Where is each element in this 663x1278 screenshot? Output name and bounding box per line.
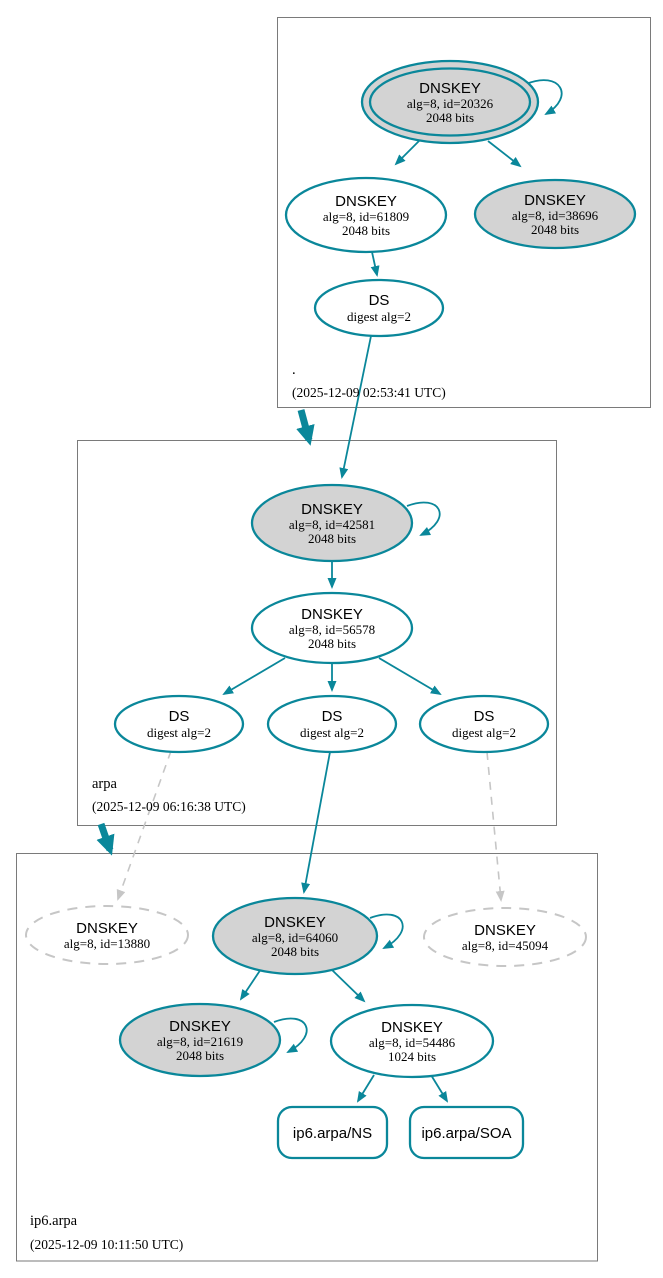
dnskey-20326-inner-ellipse xyxy=(368,67,532,137)
arpa-ds3-title: DS xyxy=(474,708,495,725)
arpa-ds1-ellipse xyxy=(113,694,245,754)
node-dnskey-38696: DNSKEY alg=8, id=38696 2048 bits xyxy=(473,178,637,250)
dnskey-42581-bits: 2048 bits xyxy=(308,531,356,546)
dnskey-64060-bits: 2048 bits xyxy=(271,944,319,959)
dnskey-38696-bits: 2048 bits xyxy=(531,222,579,237)
node-dnskey-21619: DNSKEY alg=8, id=21619 2048 bits xyxy=(118,1002,282,1078)
edge-ip6-dnskey54486-to-ns xyxy=(356,1074,375,1103)
arpa-ds2-title: DS xyxy=(322,708,343,725)
edge-arpa-zsk-to-ds3 xyxy=(378,657,442,696)
node-rrset-ip6-arpa-ns: ip6.arpa/NS xyxy=(276,1105,389,1160)
dnskey-45094-detail: alg=8, id=45094 xyxy=(462,938,549,953)
node-dnskey-42581: DNSKEY alg=8, id=42581 2048 bits xyxy=(250,483,414,563)
node-dnskey-61809: DNSKEY alg=8, id=61809 2048 bits xyxy=(284,176,448,254)
arpa-ds2-detail: digest alg=2 xyxy=(300,725,364,740)
arpa-ds1-title: DS xyxy=(169,708,190,725)
edge-ip6-dnskey54486-to-soa xyxy=(430,1074,449,1103)
edge-root-ds-to-arpa-ksk xyxy=(339,335,372,479)
zone-ip6-arpa: DNSKEY alg=8, id=13880 DNSKEY alg=8, id=… xyxy=(25,896,587,1252)
dnskey-56578-title: DNSKEY xyxy=(301,606,363,623)
dnskey-20326-title: DNSKEY xyxy=(419,80,481,97)
zone-root: DNSKEY alg=8, id=20326 2048 bits DNSKEY … xyxy=(284,59,637,400)
edge-arpa-ksk-self-sign xyxy=(406,501,441,536)
zone-timestamp-ip6-arpa: (2025-12-09 10:11:50 UTC) xyxy=(30,1237,183,1252)
dnskey-20326-bits: 2048 bits xyxy=(426,110,474,125)
edge-root-ksk-to-zsk xyxy=(394,140,420,166)
dnskey-54486-title: DNSKEY xyxy=(381,1019,443,1036)
edge-ip6-ksk-to-dnskey54486 xyxy=(330,968,366,1003)
rrset-soa-label: ip6.arpa/SOA xyxy=(421,1125,511,1142)
dnskey-45094-ellipse xyxy=(423,907,587,967)
root-ds-title: DS xyxy=(369,292,390,309)
dnskey-45094-title: DNSKEY xyxy=(474,922,536,939)
zone-timestamp-arpa: (2025-12-09 06:16:38 UTC) xyxy=(92,799,246,814)
dnskey-61809-bits: 2048 bits xyxy=(342,223,390,238)
zone-label-root: . xyxy=(292,362,296,378)
zone-timestamp-root: (2025-12-09 02:53:41 UTC) xyxy=(292,385,446,400)
dnskey-42581-detail: alg=8, id=42581 xyxy=(289,517,375,532)
edge-zone-arpa-to-ip6-delegation xyxy=(96,822,115,856)
node-dnskey-20326: DNSKEY alg=8, id=20326 2048 bits xyxy=(360,59,540,145)
zone-label-ip6-arpa: ip6.arpa xyxy=(30,1213,78,1229)
edge-root-ksk-self-sign xyxy=(525,79,563,116)
root-ds-ellipse xyxy=(313,278,445,338)
dnskey-21619-detail: alg=8, id=21619 xyxy=(157,1034,243,1049)
rrset-ns-rect xyxy=(276,1105,389,1160)
dnskey-61809-ellipse xyxy=(284,176,448,254)
node-dnskey-56578: DNSKEY alg=8, id=56578 2048 bits xyxy=(250,591,414,665)
dnskey-54486-ellipse xyxy=(329,1003,495,1079)
node-arpa-ds-1: DS digest alg=2 xyxy=(113,694,245,754)
dnskey-13880-detail: alg=8, id=13880 xyxy=(64,936,150,951)
dnskey-61809-detail: alg=8, id=61809 xyxy=(323,209,409,224)
dnskey-54486-detail: alg=8, id=54486 xyxy=(369,1035,456,1050)
node-dnskey-54486: DNSKEY alg=8, id=54486 1024 bits xyxy=(329,1003,495,1079)
dnskey-56578-detail: alg=8, id=56578 xyxy=(289,622,375,637)
edge-arpa-ds2-to-ip6-dnskey64060 xyxy=(301,751,331,894)
edge-root-zsk-to-ds xyxy=(370,251,380,277)
edge-zone-root-to-arpa-delegation xyxy=(296,409,315,446)
node-dnskey-13880: DNSKEY alg=8, id=13880 xyxy=(25,905,189,965)
edge-arpa-ds3-to-ip6-dnskey45094-dashed xyxy=(486,751,505,902)
node-arpa-ds-2: DS digest alg=2 xyxy=(266,694,398,754)
arpa-ds3-detail: digest alg=2 xyxy=(452,725,516,740)
node-dnskey-64060: DNSKEY alg=8, id=64060 2048 bits xyxy=(211,896,379,976)
dnskey-54486-bits: 1024 bits xyxy=(388,1049,436,1064)
zone-arpa: DNSKEY alg=8, id=42581 2048 bits DNSKEY … xyxy=(92,483,550,814)
dnskey-42581-title: DNSKEY xyxy=(301,501,363,518)
dnskey-56578-bits: 2048 bits xyxy=(308,636,356,651)
arpa-ds2-ellipse xyxy=(266,694,398,754)
dnskey-56578-ellipse xyxy=(250,591,414,665)
dnskey-20326-detail: alg=8, id=20326 xyxy=(407,96,494,111)
dnskey-38696-title: DNSKEY xyxy=(524,192,586,209)
root-ds-detail: digest alg=2 xyxy=(347,309,411,324)
edge-ip6-ksk-self-sign xyxy=(369,913,404,949)
dnskey-38696-ellipse xyxy=(473,178,637,250)
node-rrset-ip6-arpa-soa: ip6.arpa/SOA xyxy=(408,1105,525,1160)
zone-label-arpa: arpa xyxy=(92,776,118,792)
node-root-ds: DS digest alg=2 xyxy=(313,278,445,338)
rrset-soa-rect xyxy=(408,1105,525,1160)
edge-arpa-zsk-to-ds1 xyxy=(222,657,286,696)
dnskey-64060-title: DNSKEY xyxy=(264,914,326,931)
arpa-ds1-detail: digest alg=2 xyxy=(147,725,211,740)
dnskey-21619-ellipse xyxy=(118,1002,282,1078)
dnskey-13880-ellipse xyxy=(25,905,189,965)
node-arpa-ds-3: DS digest alg=2 xyxy=(418,694,550,754)
edge-arpa-ds1-to-ip6-dnskey13880-dashed xyxy=(116,750,172,901)
edge-ip6-dnskey21619-self-sign xyxy=(273,1017,308,1053)
dnskey-64060-ellipse xyxy=(211,896,379,976)
edge-root-ksk-to-dnskey38696 xyxy=(487,140,522,168)
dnskey-38696-detail: alg=8, id=38696 xyxy=(512,208,599,223)
dnskey-21619-title: DNSKEY xyxy=(169,1018,231,1035)
dnskey-13880-title: DNSKEY xyxy=(76,920,138,937)
dnskey-42581-ellipse xyxy=(250,483,414,563)
node-dnskey-45094: DNSKEY alg=8, id=45094 xyxy=(423,907,587,967)
edge-ip6-ksk-to-dnskey21619 xyxy=(239,968,262,1001)
dnskey-64060-detail: alg=8, id=64060 xyxy=(252,930,338,945)
dnskey-61809-title: DNSKEY xyxy=(335,193,397,210)
rrset-ns-label: ip6.arpa/NS xyxy=(293,1125,372,1142)
dnskey-21619-bits: 2048 bits xyxy=(176,1048,224,1063)
arpa-ds3-ellipse xyxy=(418,694,550,754)
